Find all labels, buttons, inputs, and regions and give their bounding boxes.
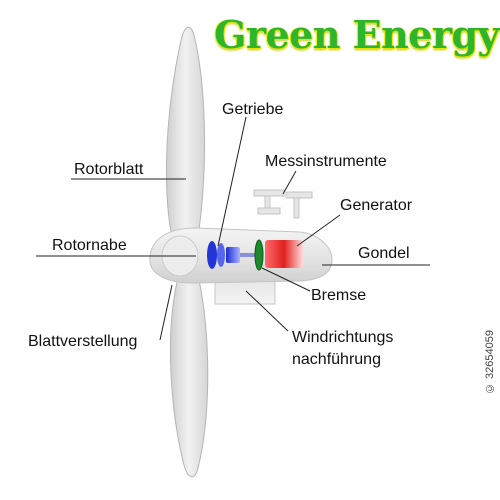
label-rotornabe: Rotornabe <box>52 237 127 254</box>
rotor-blade-lower <box>169 274 209 478</box>
leader-lines <box>36 116 430 341</box>
diagram-title: Green Energy <box>214 12 500 57</box>
label-blattverstellung: Blattverstellung <box>28 333 138 350</box>
gearbox <box>207 241 256 269</box>
label-messinstrumente: Messinstrumente <box>265 153 387 170</box>
rotor-blade-upper <box>165 26 206 254</box>
label-gondel: Gondel <box>358 245 410 262</box>
label-windrichtung-line2: nachführung <box>292 351 381 368</box>
label-generator: Generator <box>340 197 413 214</box>
label-getriebe: Getriebe <box>222 101 284 118</box>
generator <box>265 240 303 268</box>
label-windrichtung-line1: Windrichtungs <box>292 329 394 346</box>
measuring-instruments <box>253 189 313 219</box>
watermark-id: © 32654059 <box>484 330 496 394</box>
brake <box>254 239 264 271</box>
label-rotorblatt: Rotorblatt <box>74 161 144 178</box>
label-bremse: Bremse <box>311 287 367 304</box>
